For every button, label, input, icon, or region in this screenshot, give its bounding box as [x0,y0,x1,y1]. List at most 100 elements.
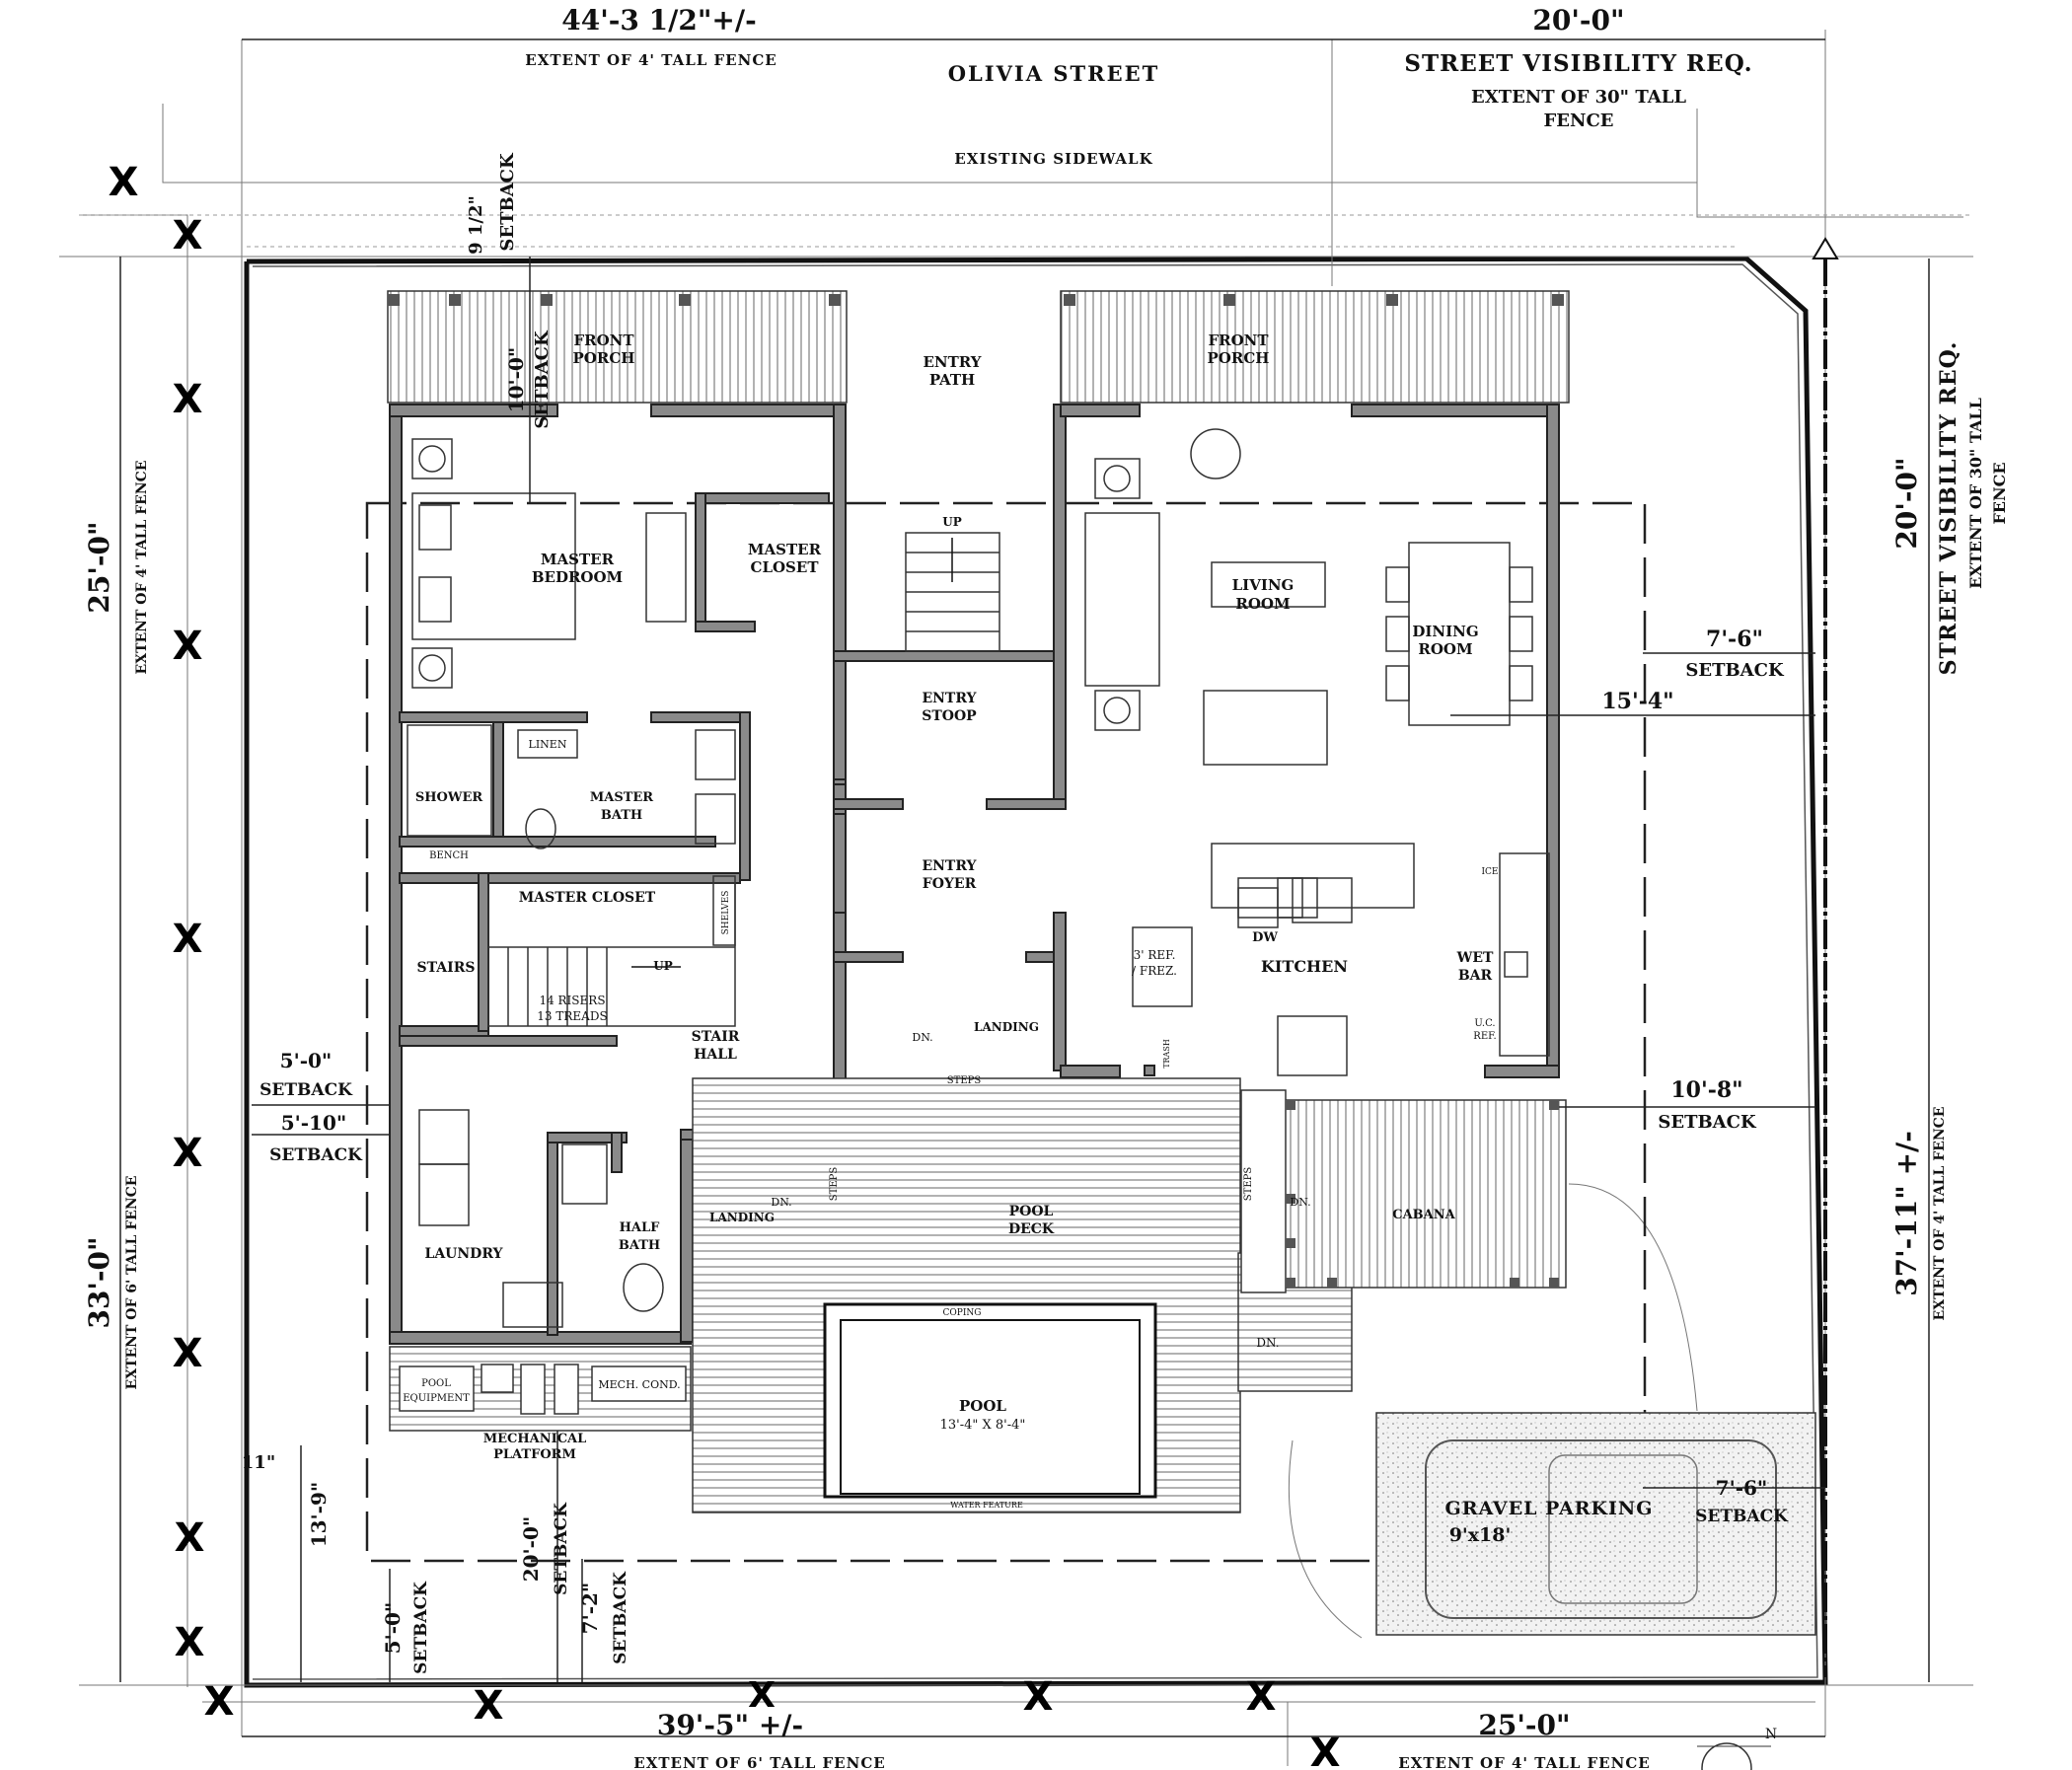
note-fence-right-upper-1: Extent of 30" tall [1966,398,1985,589]
label-front-porch-right-2: Porch [1208,349,1270,367]
label-ref-1: 3' Ref. [1134,948,1176,962]
left-setback-b-label: Setback [269,1145,363,1165]
right-inner-dim: 15'-4" [1601,689,1673,714]
label-dn-c: Dn. [1290,1196,1310,1209]
fence-marker: X [474,1683,504,1729]
fence-marker: X [173,917,203,962]
label-master-bedroom-1: Master [541,551,615,568]
label-water-feature: Water Feature [950,1501,1023,1510]
label-master-closet-upper-2: Closet [751,558,820,576]
label-mechanical-platform-1: Mechanical [483,1432,587,1446]
label-up-a: Up [942,515,962,529]
front-setback-label: Setback [497,152,518,252]
dim-right-lower: 37'-11" +/- [1890,1131,1923,1296]
label-steps-a: Steps [947,1075,982,1086]
dim-rear-20-0-label: Setback [552,1502,571,1595]
label-shower: Shower [415,790,483,805]
label-master-bedroom-2: Bedroom [532,568,623,586]
dim-rear-13-9: 13'-9" [307,1482,331,1548]
left-setback-b-value: 5'-10" [281,1111,347,1135]
pool-basin [840,1319,1141,1495]
fence-marker: X [173,1331,203,1376]
label-ref-2: / Frez. [1132,964,1177,978]
sidewalk-label: Existing Sidewalk [954,150,1152,168]
dim-top-left: 44'-3 1/2"+/- [561,4,756,37]
label-steps-c: Steps [1243,1167,1254,1202]
cabana-deck [1284,1099,1567,1289]
label-wet-bar-1: Wet [1456,950,1494,966]
parking-setback-label: Setback [1695,1507,1789,1526]
fence-marker: X [173,1131,203,1176]
compass-north-label: N [1765,1727,1777,1742]
label-stair-hall-1: Stair [692,1029,740,1045]
left-setback-a-value: 5'-0" [280,1049,333,1072]
fence-marker: X [1310,1731,1341,1770]
label-kitchen: Kitchen [1261,957,1348,976]
fence-marker: X [1246,1674,1277,1720]
label-master-bath-2: Bath [601,808,642,823]
label-bench: Bench [429,850,469,861]
dim-right-upper: 20'-0" [1890,457,1923,549]
dim-eleven: 11" [242,1452,275,1473]
fence-marker: X [175,1515,205,1561]
entry-stair [905,532,1000,652]
note-fence-right-lower: Extent of 4' tall fence [1932,1107,1948,1321]
label-gravel-parking-1: Gravel Parking [1444,1498,1653,1519]
fence-marker: X [173,377,203,422]
dim-top-right: 20'-0" [1532,4,1624,37]
note-fence-top-right-2: fence [1544,111,1614,131]
dim-left-upper: 25'-0" [83,521,115,613]
label-uc-ref-1: U.C. [1474,1018,1495,1029]
label-master-bath-1: Master [590,790,653,805]
dim-rear-7-2-label: Setback [611,1571,630,1664]
note-street-visibility-right: Street Visibility Req. [1936,341,1961,676]
label-gravel-parking-2: 9'x18' [1449,1524,1512,1546]
dim-left-lower: 33'-0" [83,1236,115,1328]
label-risers-1: 14 Risers [539,994,605,1007]
label-dn-b: Dn. [771,1196,791,1209]
dim-rear-20-0-value: 20'-0" [519,1516,543,1583]
label-pool-2: 13'-4" x 8'-4" [940,1418,1026,1433]
label-dw: DW [1252,930,1278,945]
note-fence-left-lower: Extent of 6' tall fence [124,1176,140,1390]
label-pool-equipment-1: Pool [421,1378,451,1389]
property-boundary [244,256,1828,1688]
fence-marker: X [173,213,203,258]
fence-marker: X [748,1675,776,1716]
label-up-b: Up [653,959,673,973]
label-steps-b: Steps [829,1167,840,1202]
label-entry-path-1: Entry [923,353,981,371]
label-cabana: Cabana [1392,1208,1455,1222]
dim-rear-5-0-label: Setback [411,1581,431,1674]
label-entry-path-2: Path [929,371,975,389]
parked-car [1425,1439,1777,1619]
label-entry-foyer-2: Foyer [923,876,977,892]
fence-lines [59,30,1973,1766]
label-mech-cond: Mech. Cond. [598,1378,680,1391]
dim-rear-7-2-value: 7'-2" [578,1583,602,1635]
label-half-bath-1: Half [620,1220,661,1235]
north-arrow-icon: N [1697,237,1839,1770]
right-setback-b-label: Setback [1658,1112,1757,1133]
label-master-closet-upper-1: Master [748,541,822,558]
porch-setback-value: 10'-0" [504,347,528,413]
house-walls [389,404,1560,1345]
room-labels: Front Porch Front Porch Entry Path Maste… [403,332,1653,1546]
label-dining-room-1: Dining [1412,623,1478,640]
interior-stairs [487,882,736,1027]
label-trash: Trash [1162,1039,1171,1069]
label-master-closet-lower: Master Closet [519,890,656,906]
porch-posts [388,294,1564,306]
label-ice: Ice [1481,867,1498,877]
label-dn-d: Dn. [1256,1336,1279,1350]
dim-rear-5-0-value: 5'-0" [381,1602,405,1655]
label-stair-hall-2: Hall [694,1047,737,1063]
label-half-bath-2: Bath [619,1238,660,1253]
dim-bottom-left: 39'-5" +/- [657,1709,803,1741]
dimension-lines [119,38,1930,1737]
label-front-porch-right-1: Front [1208,332,1269,349]
label-landing-mid: Landing [974,1020,1039,1034]
label-coping: Coping [943,1308,982,1318]
